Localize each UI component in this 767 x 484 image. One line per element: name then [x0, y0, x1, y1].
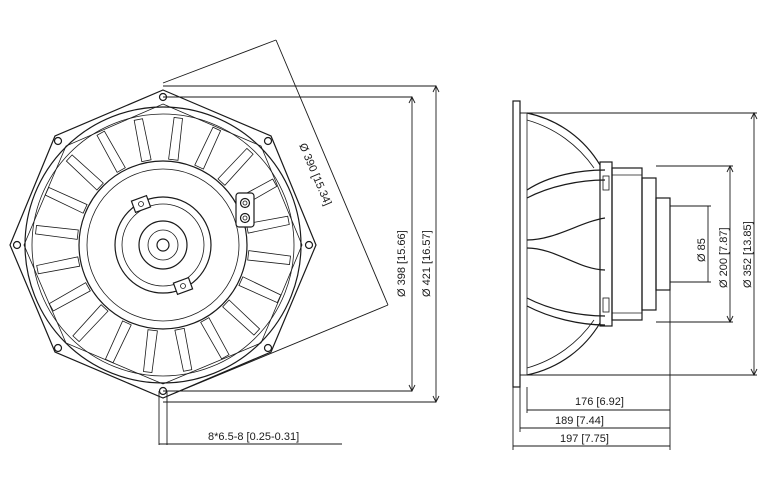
spoke — [174, 327, 193, 372]
dim-197-label: 197 [7.75] — [560, 433, 609, 445]
basket-profile-top — [526, 112, 601, 166]
frame-octagon-inner — [23, 103, 303, 385]
motor-ring — [86, 168, 240, 322]
basket-arms — [526, 169, 606, 326]
motor-outer — [78, 160, 248, 330]
basket-spokes — [35, 117, 291, 373]
spoke — [96, 130, 126, 173]
dim-398-label: Ø 398 [15.66] — [396, 230, 408, 297]
pole-extension — [655, 197, 671, 291]
magnet-ring — [121, 203, 205, 287]
magnet — [114, 196, 212, 294]
dim-depths — [512, 290, 671, 450]
pole-inner — [147, 229, 179, 261]
terminals — [235, 192, 255, 228]
spoke — [217, 147, 254, 186]
spoke — [133, 118, 152, 163]
spoke — [194, 126, 222, 170]
dim-holes — [158, 391, 342, 445]
magnet-tab-top — [130, 194, 152, 214]
dim-390 — [162, 39, 389, 399]
spoke — [35, 225, 79, 240]
front-view: Ø 390 [15.34] Ø 398 [15.66] Ø 421 [16.57… — [9, 39, 440, 445]
spoke — [238, 276, 282, 304]
dim-176-label: 176 [6.92] — [575, 396, 624, 408]
spoke — [36, 256, 81, 275]
dim-200-label: Ø 200 [7.87] — [718, 227, 730, 288]
spoke — [247, 250, 291, 265]
magnet-tab-bottom — [172, 276, 194, 296]
dim-189-label: 189 [7.44] — [555, 415, 604, 427]
pole-vent — [156, 238, 170, 252]
mounting-holes — [12, 92, 314, 396]
spoke — [65, 154, 104, 191]
dim-421-label: Ø 421 [16.57] — [421, 230, 433, 297]
dim-holes-label: 8*6.5-8 [0.25-0.31] — [208, 431, 299, 443]
basket-profile-bottom — [526, 322, 601, 376]
top-plate — [599, 161, 613, 327]
spoke — [245, 215, 290, 234]
dim-352-label: Ø 352 [13.85] — [742, 221, 754, 288]
flange — [512, 100, 521, 388]
dim-390-label: Ø 390 [15.34] — [296, 141, 333, 207]
basket-rim-outer — [24, 106, 302, 384]
spoke — [168, 117, 183, 161]
side-view: Ø 85 Ø 200 [7.87] Ø 352 [13.85] 176 [6.9… — [512, 100, 758, 450]
basket-rim-inner — [31, 113, 295, 377]
spoke — [200, 317, 230, 360]
spoke — [222, 299, 261, 336]
spoke — [104, 320, 132, 364]
dim-85-label: Ø 85 — [696, 238, 708, 262]
magnet-side — [611, 167, 643, 321]
spoke — [48, 282, 91, 312]
dim-side-diameters — [527, 111, 758, 377]
spoke — [72, 304, 109, 343]
spoke — [143, 329, 158, 373]
dim-398-421 — [163, 84, 440, 404]
spoke — [44, 186, 88, 214]
pole-piece — [138, 220, 188, 270]
back-plate — [641, 177, 657, 311]
frame-octagon-outer — [9, 89, 317, 399]
